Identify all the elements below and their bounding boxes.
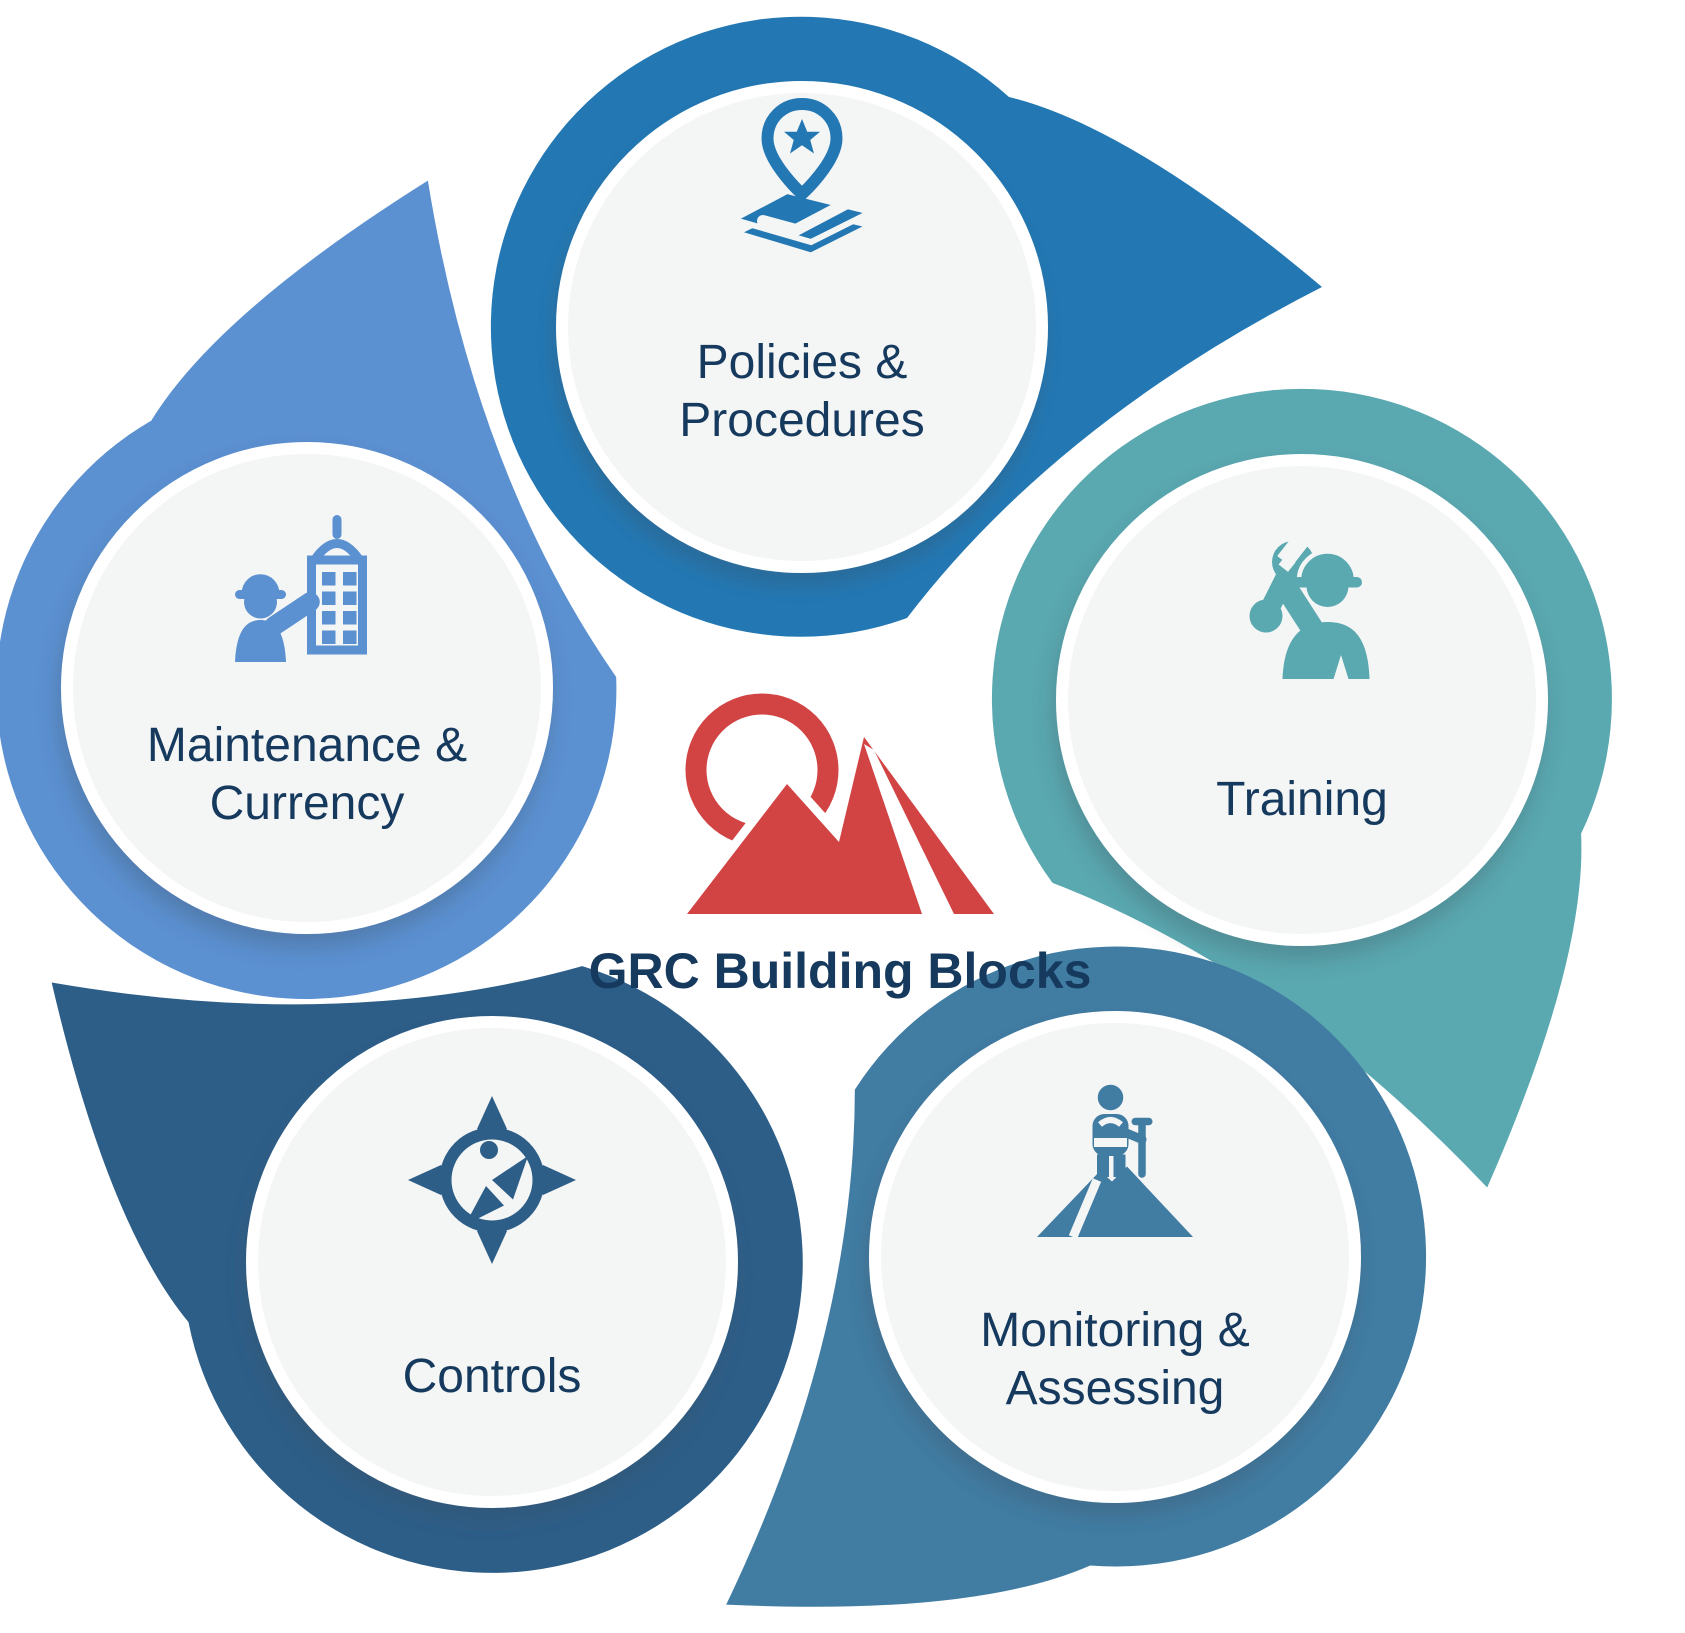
worker-wrench-icon [1212, 520, 1392, 700]
label-line: Procedures [679, 394, 925, 447]
node-circle-maintenance-currency [61, 442, 553, 934]
compass-dot [480, 1141, 498, 1159]
mountain-sun-logo [602, 632, 1002, 932]
hiker-head [1097, 1084, 1124, 1111]
map-location-pin-icon [712, 95, 892, 275]
label-line: Maintenance & [146, 719, 468, 772]
pin-star [784, 119, 820, 154]
peak-facet-line [1068, 1178, 1102, 1239]
diagram-title: GRC Building Blocks [588, 943, 1092, 999]
backpack-strap-band [1094, 1138, 1127, 1147]
hiker-leg-right [1113, 1154, 1126, 1177]
worker-building-icon [217, 515, 397, 695]
label-line: Currency [209, 777, 405, 830]
compass-needle-lower [465, 1186, 504, 1225]
node-label-monitoring-assessing: Monitoring & Assessing [875, 1302, 1355, 1418]
node-circle-monitoring-assessing [869, 1011, 1361, 1503]
node-label-training: Training [1062, 771, 1542, 829]
hard-hat-brim [235, 590, 286, 599]
wrench-notch [1278, 555, 1296, 572]
compass-icon [402, 1090, 582, 1270]
compass-point-east [532, 1165, 576, 1195]
summit-peak [1037, 1166, 1193, 1237]
hard-hat-dome [237, 569, 284, 596]
logo-snow-stripe [864, 744, 954, 914]
node-label-maintenance-currency: Maintenance & Currency [67, 717, 547, 833]
node-circle-policies-procedures [556, 81, 1048, 573]
label-line: Policies & [696, 336, 908, 389]
compass-point-south [477, 1220, 507, 1264]
hiker-leg-left [1097, 1154, 1109, 1177]
node-circle-training [1056, 454, 1548, 946]
hard-hat-dome [1296, 549, 1359, 583]
node-label-controls: Controls [252, 1348, 732, 1406]
label-line: Monitoring & [980, 1304, 1250, 1357]
location-pin-outline [761, 98, 843, 200]
worker-torso [235, 620, 286, 662]
hiker-summit-icon [1025, 1075, 1205, 1255]
torso-notch [1333, 655, 1349, 679]
building-windows [322, 572, 357, 644]
compass-point-west [408, 1165, 452, 1195]
wrench-bob [1249, 599, 1283, 633]
worker-arm [264, 592, 320, 636]
backpack-strap-top [1098, 1117, 1123, 1127]
map-fold-highlight [757, 195, 856, 236]
hard-hat-brim [1293, 577, 1362, 588]
building-dome [310, 539, 364, 563]
label-line: Controls [402, 1350, 582, 1403]
compass-needle-upper [492, 1156, 528, 1200]
worker-arm [1275, 577, 1326, 643]
node-label-policies-procedures: Policies & Procedures [562, 334, 1042, 450]
label-line: Training [1216, 773, 1388, 826]
compass-point-north [477, 1096, 507, 1140]
worker-torso [1282, 622, 1370, 679]
label-line: Assessing [1005, 1362, 1225, 1415]
